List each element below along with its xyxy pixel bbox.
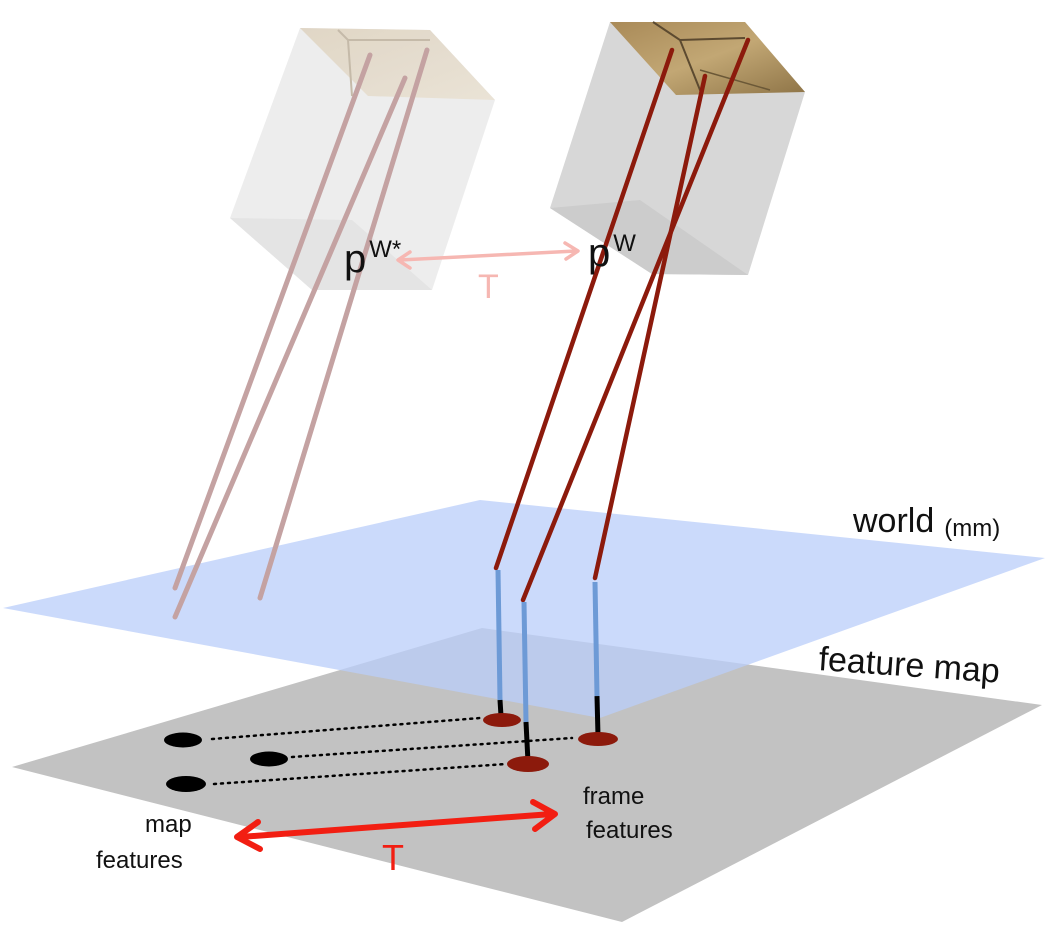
transform-arrow-faded [396,241,580,270]
frame-features [483,713,618,772]
map-features-label-line2: features [96,847,183,874]
previous-camera-frustum [230,28,495,290]
map-features-label-line1: map [145,811,192,838]
current-pose-superscript: W [613,230,636,257]
transform-arrow [234,799,558,852]
current-image-plane [610,22,805,95]
world-projection-segments [495,569,600,723]
current-camera-rays [493,37,751,603]
previous-pose-superscript: W* [369,236,401,263]
previous-camera-rays [172,47,430,620]
frame-features-label-line1: frame [583,783,644,810]
correspondence-lines [210,716,574,786]
feature-map-plane [12,628,1042,922]
transform-label: T [382,837,404,878]
world-label: world(mm) [852,502,1000,542]
transform-label-faded: T [478,268,499,306]
world-unit-label: (mm) [944,515,1000,542]
frame-features-label-line2: features [586,817,673,844]
current-camera-frustum [550,21,805,275]
map-features [164,732,288,792]
